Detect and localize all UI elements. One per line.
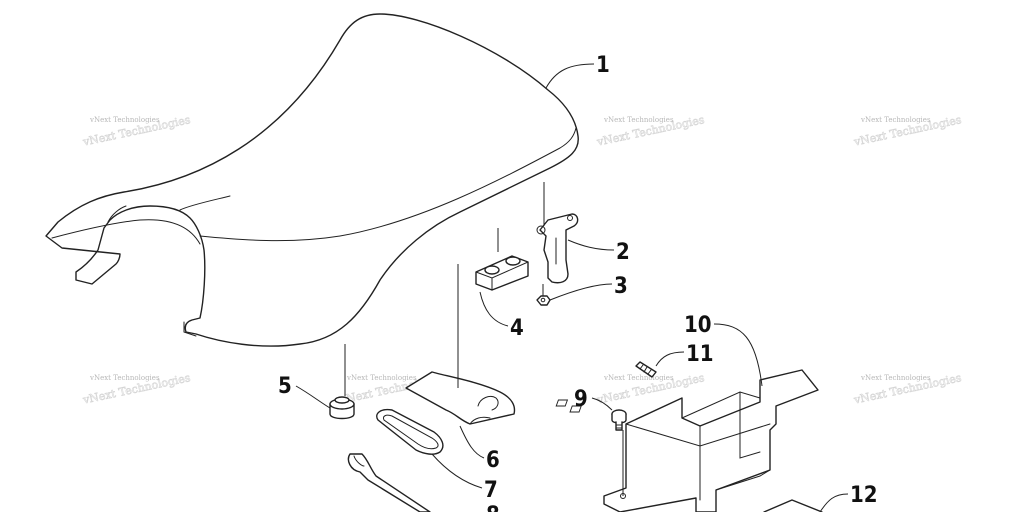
- nut-part: [536, 295, 551, 306]
- watermark-text: vNext Technologies: [603, 116, 674, 124]
- callout-labels: 1 2 3 4 5 6 7 8 9 10 11 12: [278, 53, 878, 512]
- callout-5: 5: [278, 374, 292, 399]
- callout-1: 1: [596, 53, 610, 78]
- seat-part: [45, 13, 579, 347]
- watermark-text: vNext Technologies: [89, 374, 160, 382]
- bumper-block-part: [475, 255, 529, 291]
- callout-12: 12: [850, 483, 878, 508]
- callout-9: 9: [574, 387, 588, 412]
- cover-plate-part: [405, 371, 516, 425]
- callout-2: 2: [616, 240, 630, 265]
- callout-6: 6: [486, 448, 500, 473]
- callout-8: 8: [486, 503, 500, 512]
- spanner-wrench-part: [347, 453, 431, 512]
- watermark-text: vNext Technologies: [89, 116, 160, 124]
- assembly-lines: [344, 182, 624, 496]
- callout-11: 11: [686, 342, 714, 367]
- screw-part: [611, 409, 627, 431]
- pin-part: [635, 361, 657, 378]
- callout-4: 4: [510, 316, 524, 341]
- watermark-text: vNext Technologies: [860, 116, 931, 124]
- o-ring-part: [376, 408, 444, 455]
- lower-bracket-part: [763, 499, 823, 512]
- callout-10: 10: [684, 313, 712, 338]
- watermark-text: vNext Technologies: [860, 374, 931, 382]
- watermark-text: vNext Technologies: [603, 374, 674, 382]
- latch-bracket-part: [536, 213, 579, 284]
- tray-bracket-part: [555, 369, 819, 512]
- callout-3: 3: [614, 274, 628, 299]
- grommet-part: [329, 396, 355, 420]
- watermark-text: vNext Technologies: [346, 374, 417, 382]
- leader-lines: [295, 63, 849, 512]
- callout-7: 7: [484, 478, 498, 503]
